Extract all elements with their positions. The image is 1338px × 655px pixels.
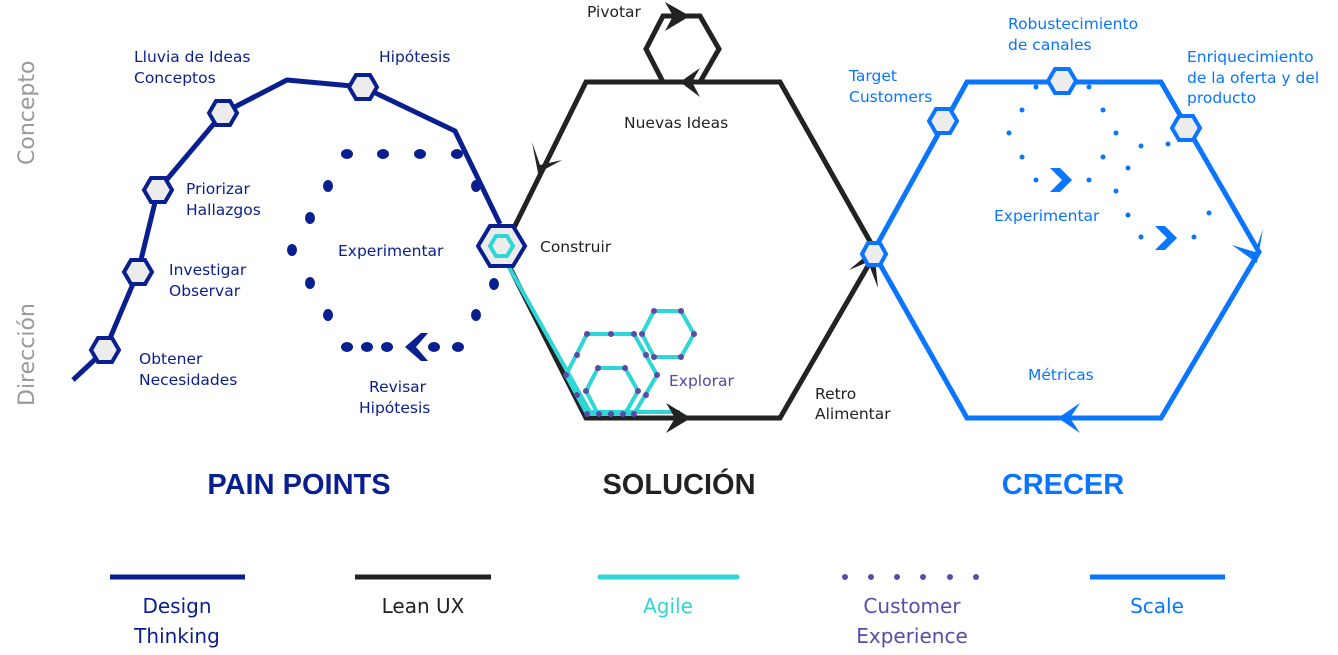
arrow-right-icon <box>1050 168 1072 192</box>
loop-dot <box>341 342 353 352</box>
label-construir: Construir <box>540 238 612 256</box>
node-hexagon-oferta[interactable] <box>1169 114 1203 142</box>
explore-hexagons <box>563 309 697 416</box>
label-robustecimiento: Robustecimiento <box>1008 15 1138 33</box>
loop-dot <box>305 277 315 289</box>
node-hexagon-canales[interactable] <box>1045 67 1079 95</box>
label-producto: producto <box>1187 89 1256 107</box>
loop-dot <box>287 244 297 256</box>
node-hexagon-priorizar[interactable] <box>141 176 175 204</box>
node-hexagon-target[interactable] <box>926 107 960 135</box>
loop-dot <box>323 180 333 192</box>
loop-dot <box>471 309 481 321</box>
legend-swatch-customer-experience <box>842 574 979 580</box>
pivot-loop <box>643 13 722 85</box>
label-explorar: Explorar <box>669 372 734 390</box>
explore-hexagon-large <box>563 332 660 416</box>
legend-label-experience: Experience <box>856 624 968 648</box>
node-hexagon-retro-crecer[interactable] <box>859 241 889 267</box>
loop-dot <box>377 149 389 159</box>
arrow-left-bottom-icon <box>1058 403 1080 433</box>
node-hexagon-hipotesis[interactable] <box>346 73 380 101</box>
pain-points-section: Obtener Necesidades Investigar Observar … <box>71 48 503 417</box>
label-alimentar: Alimentar <box>815 405 891 423</box>
legend-label-design: Design <box>142 594 211 618</box>
explore-hexagon-small <box>583 366 641 416</box>
label-pivotar: Pivotar <box>587 3 642 21</box>
arrow-down-right-icon <box>1232 229 1263 263</box>
label-nuevas-ideas: Nuevas Ideas <box>624 114 728 132</box>
label-priorizar: Priorizar <box>186 180 251 198</box>
arrow-down-left-icon <box>532 142 562 173</box>
label-conceptos: Conceptos <box>134 69 216 87</box>
node-hexagon-obtener[interactable] <box>88 336 122 364</box>
label-hipotesis-revisar: Hipótesis <box>359 399 430 417</box>
loop-dot <box>323 309 333 321</box>
label-hallazgos: Hallazgos <box>186 201 261 219</box>
title-solucion: SOLUCIÓN <box>602 467 755 501</box>
legend: Design Thinking Lean UX Agile Customer E… <box>110 574 1225 648</box>
label-hipotesis: Hipótesis <box>379 48 450 66</box>
loop-dot <box>414 149 426 159</box>
label-customers: Customers <box>849 88 932 106</box>
label-lluvia-ideas: Lluvia de Ideas <box>134 48 251 66</box>
label-retro: Retro <box>815 385 856 403</box>
label-revisar: Revisar <box>369 378 427 396</box>
legend-label-lean-ux: Lean UX <box>382 594 465 618</box>
axis-label-concepto: Concepto <box>15 61 40 165</box>
label-experimentar-crecer: Experimentar <box>994 207 1100 225</box>
pain-points-experiment-loop <box>287 149 499 361</box>
label-metricas: Métricas <box>1028 366 1094 384</box>
loop-dot <box>305 212 315 224</box>
node-hexagon-lluvia[interactable] <box>206 99 240 127</box>
loop-dot <box>361 342 373 352</box>
design-thinking-path <box>71 77 503 382</box>
pivot-arrow-right-icon <box>665 2 690 31</box>
legend-label-customer: Customer <box>863 594 961 618</box>
loop-dot <box>428 342 440 352</box>
label-necesidades: Necesidades <box>139 371 237 389</box>
label-enriquecimiento: Enriquecimiento <box>1187 48 1314 66</box>
loop-dot <box>451 149 463 159</box>
loop-dot <box>489 278 499 290</box>
label-target: Target <box>848 67 897 85</box>
crecer-experiment-loop <box>1006 84 1212 250</box>
loop-dot <box>452 342 464 352</box>
axis-label-direccion: Dirección <box>15 303 40 406</box>
arrow-right-icon <box>1155 226 1177 250</box>
explore-hexagon-top <box>639 309 697 359</box>
label-experimentar-pp: Experimentar <box>338 242 444 260</box>
label-de-canales: de canales <box>1008 36 1092 54</box>
title-pain-points: PAIN POINTS <box>207 469 390 501</box>
node-hexagon-investigar[interactable] <box>121 258 155 286</box>
label-obtener: Obtener <box>139 350 203 368</box>
label-de-la-oferta: de la oferta y del <box>1187 69 1319 87</box>
label-investigar: Investigar <box>169 261 247 279</box>
crecer-section: Target Customers Robustecimiento de cana… <box>848 15 1319 433</box>
customer-experience-dots <box>563 308 697 417</box>
solucion-section: Pivotar Nuevas Ideas Construir Retro Ali… <box>475 2 891 433</box>
loop-dot <box>341 149 353 159</box>
loop-dot <box>381 342 393 352</box>
label-observar: Observar <box>169 282 241 300</box>
arrow-left-icon <box>405 333 428 361</box>
legend-label-thinking: Thinking <box>133 624 220 648</box>
title-crecer: CRECER <box>1002 469 1125 501</box>
legend-label-scale: Scale <box>1130 594 1184 618</box>
node-inner-hexagon-construir <box>487 234 516 258</box>
legend-label-agile: Agile <box>643 594 693 618</box>
design-thinking-nodes <box>88 73 380 364</box>
arrow-right-bottom-icon <box>666 403 691 433</box>
